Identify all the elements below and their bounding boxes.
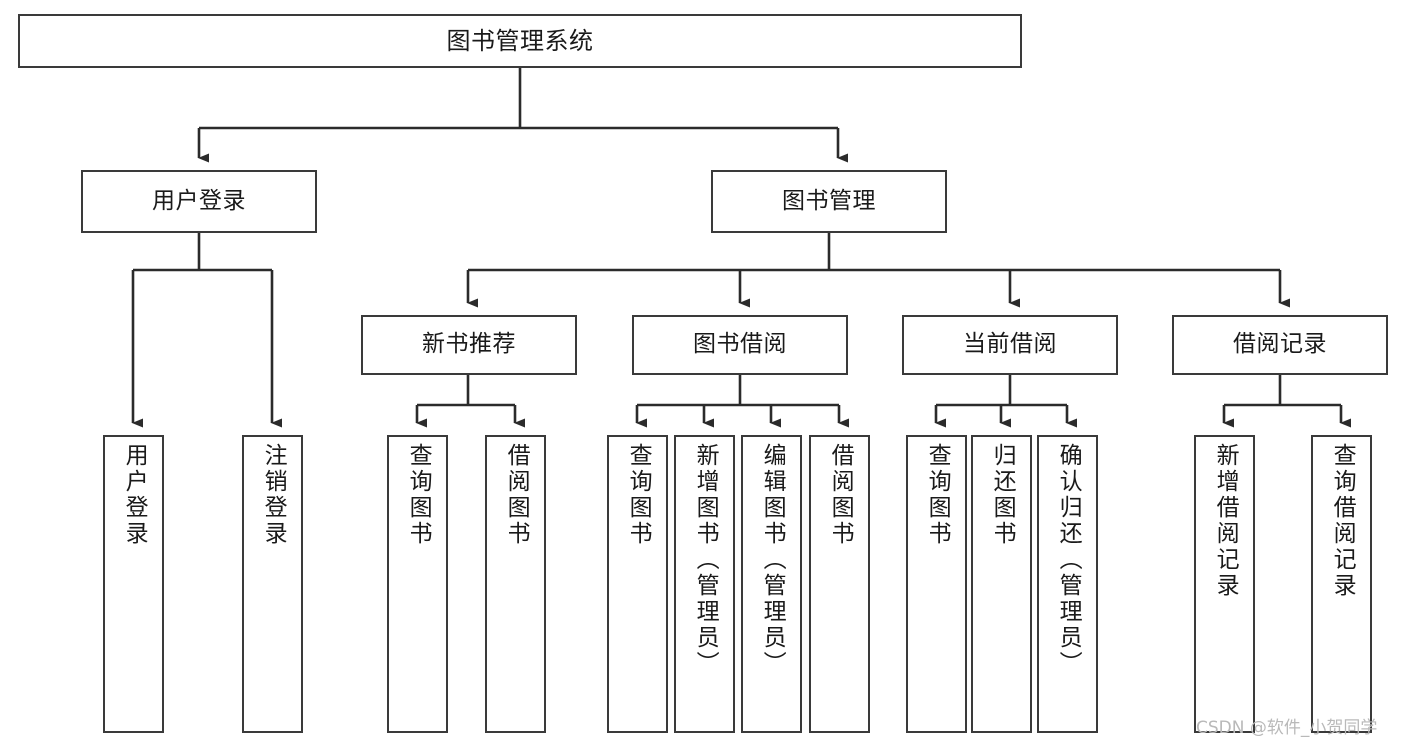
node-root-label: 图书管理系统 [446,26,594,55]
node-leaf-return-book[interactable]: 归还图书 [971,435,1032,733]
node-leaf-user-login[interactable]: 用户登录 [103,435,164,733]
node-book-management[interactable]: 图书管理 [711,170,947,233]
node-leaf-logout-login-label: 注销登录 [260,443,287,547]
node-new-book-recommend[interactable]: 新书推荐 [361,315,577,375]
node-leaf-add-record[interactable]: 新增借阅记录 [1194,435,1255,733]
node-leaf-add-book[interactable]: 新增图书（管理员） [674,435,735,733]
node-leaf-borrow-book-2[interactable]: 借阅图书 [809,435,870,733]
node-leaf-add-book-label: 新增图书（管理员） [692,443,719,677]
node-leaf-confirm-return-label: 确认归还（管理员） [1055,443,1082,677]
node-leaf-confirm-return[interactable]: 确认归还（管理员） [1037,435,1098,733]
csdn-watermark: CSDN @软件_小贺同学 [1196,718,1378,738]
node-leaf-return-book-label: 归还图书 [989,443,1016,547]
node-leaf-edit-book-label: 编辑图书（管理员） [759,443,786,677]
node-user-login-label: 用户登录 [152,187,246,214]
node-leaf-edit-book[interactable]: 编辑图书（管理员） [741,435,802,733]
node-root[interactable]: 图书管理系统 [18,14,1022,68]
node-leaf-query-record[interactable]: 查询借阅记录 [1311,435,1372,733]
node-user-login[interactable]: 用户登录 [81,170,317,233]
node-new-book-recommend-label: 新书推荐 [422,331,516,358]
node-leaf-borrow-book-2-label: 借阅图书 [827,443,854,547]
node-leaf-borrow-book-1[interactable]: 借阅图书 [485,435,546,733]
node-leaf-add-record-label: 新增借阅记录 [1212,443,1239,599]
node-book-management-label: 图书管理 [782,187,876,214]
node-leaf-query-book-1-label: 查询图书 [405,443,432,547]
node-leaf-query-book-3[interactable]: 查询图书 [906,435,967,733]
node-current-borrow-label: 当前借阅 [963,331,1057,358]
node-leaf-query-book-2[interactable]: 查询图书 [607,435,668,733]
node-leaf-query-book-1[interactable]: 查询图书 [387,435,448,733]
node-borrow-record-label: 借阅记录 [1233,331,1327,358]
node-book-borrow[interactable]: 图书借阅 [632,315,848,375]
node-leaf-query-book-2-label: 查询图书 [625,443,652,547]
node-book-borrow-label: 图书借阅 [693,331,787,358]
node-leaf-user-login-label: 用户登录 [121,443,148,547]
node-borrow-record[interactable]: 借阅记录 [1172,315,1388,375]
node-leaf-query-book-3-label: 查询图书 [924,443,951,547]
node-leaf-borrow-book-1-label: 借阅图书 [503,443,530,547]
node-current-borrow[interactable]: 当前借阅 [902,315,1118,375]
node-leaf-query-record-label: 查询借阅记录 [1329,443,1356,599]
node-leaf-logout-login[interactable]: 注销登录 [242,435,303,733]
